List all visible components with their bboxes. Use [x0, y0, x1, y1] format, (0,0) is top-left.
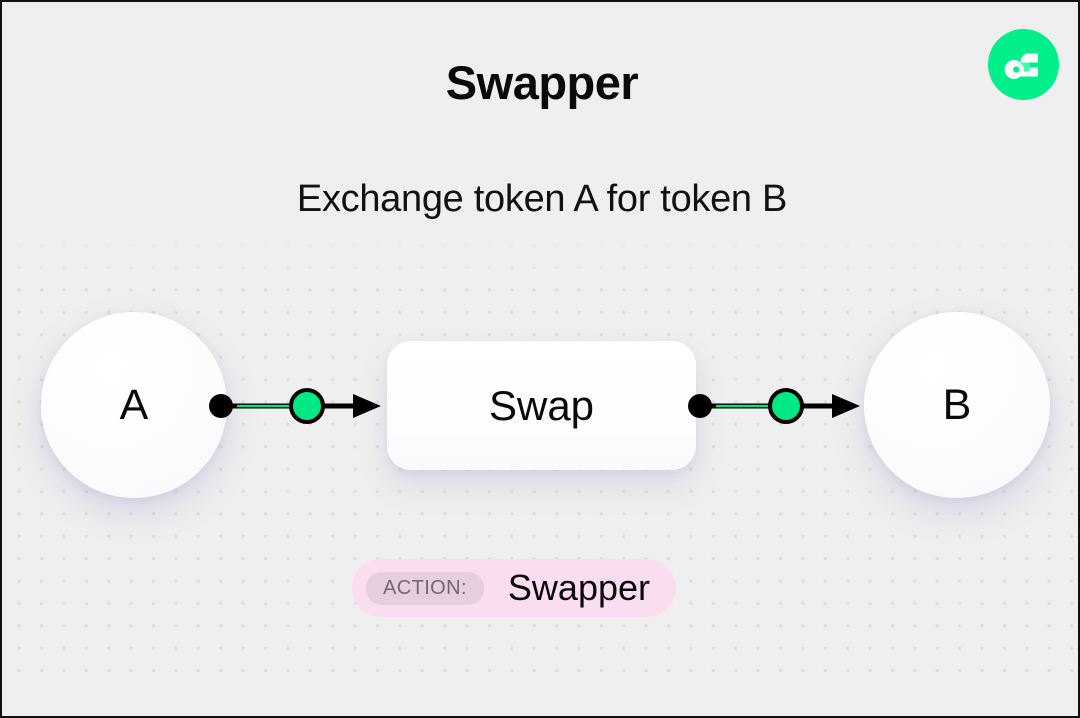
page-title: Swapper	[445, 56, 639, 109]
flow-logo-icon	[988, 29, 1059, 100]
page-subtitle: Exchange token A for token B	[296, 178, 788, 220]
token-node-a-label: A	[119, 380, 149, 429]
token-node-a[interactable]: A	[41, 312, 227, 498]
action-badge-value: Swapper	[507, 567, 651, 608]
swap-process-card[interactable]: Swap	[387, 341, 696, 470]
connector-start-dot	[209, 394, 233, 418]
connector-mid-node	[768, 388, 804, 424]
connector-start-dot	[688, 394, 712, 418]
connector-swap-to-b	[686, 385, 866, 427]
connector-mid-node	[289, 388, 325, 424]
dot-grid-fade-overlay	[2, 230, 1078, 290]
arrow-head-icon	[353, 394, 381, 418]
swap-process-label: Swap	[488, 381, 595, 429]
action-badge: ACTION: Swapper	[352, 559, 677, 617]
connector-a-to-swap	[207, 385, 387, 427]
token-node-b[interactable]: B	[864, 312, 1050, 498]
token-node-b-label: B	[942, 380, 972, 429]
action-badge-label: ACTION:	[366, 571, 484, 605]
arrow-head-icon	[832, 394, 860, 418]
